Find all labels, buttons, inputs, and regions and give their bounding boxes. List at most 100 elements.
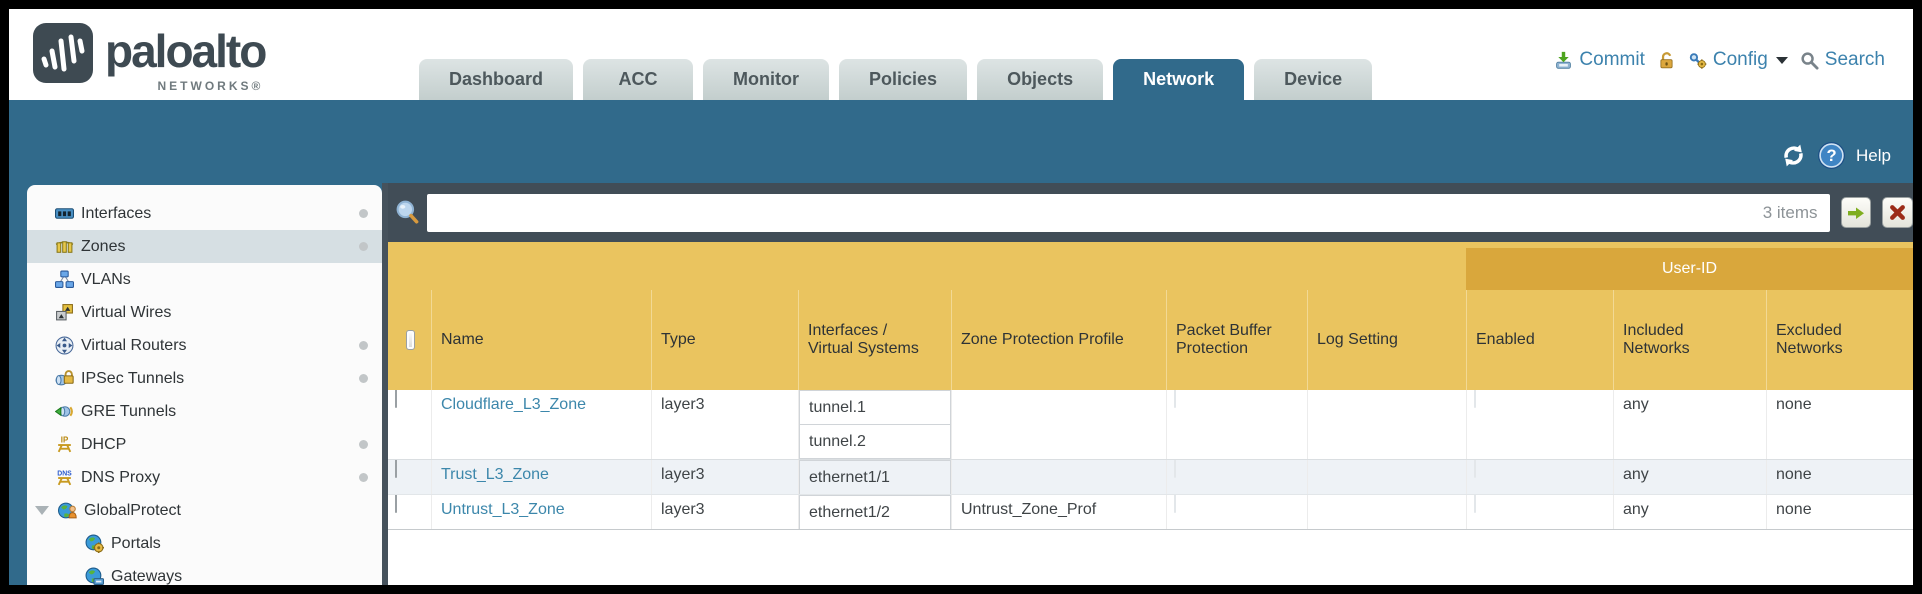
tab-policies[interactable]: Policies [839,59,968,100]
refresh-icon[interactable] [1780,142,1807,169]
filter-input[interactable] [426,195,1763,230]
tab-acc[interactable]: ACC [583,59,694,100]
vlans-icon [55,270,74,288]
search-icon [1801,51,1819,70]
tab-device[interactable]: Device [1254,59,1373,100]
sidebar-item-portals[interactable]: Portals [27,527,382,560]
zone-interfaces-cell: ethernet1/2 [798,495,951,529]
table-row: Cloudflare_L3_Zone layer3 tunnel.1 tunne… [388,390,1913,460]
packet-buffer-checkbox[interactable] [1174,460,1176,478]
row-checkbox[interactable] [395,495,397,513]
column-header-included-networks[interactable]: Included Networks [1613,290,1766,390]
column-header-row: Name Type Interfaces / Virtual Systems Z… [388,290,1913,390]
apply-filter-button[interactable] [1840,197,1872,228]
zones-table-header: User-ID Name Type Interfaces / Virtual S… [388,242,1913,390]
red-x-icon [1890,205,1906,220]
gre-tunnels-icon [55,406,73,417]
svg-text:DNS: DNS [57,470,72,477]
sidebar-item-gre-tunnels[interactable]: GRE Tunnels [27,395,382,428]
paloalto-wordmark: paloalto NETWORKS® [105,23,267,93]
column-header-name[interactable]: Name [431,290,651,390]
tab-dashboard[interactable]: Dashboard [419,59,574,100]
row-checkbox[interactable] [395,390,397,408]
status-dot [359,209,368,218]
sidebar-item-dhcp[interactable]: IP DHCP [27,428,382,461]
included-networks-cell: any [1613,495,1766,529]
log-setting-cell [1307,460,1466,494]
commit-button[interactable]: Commit [1554,49,1645,71]
sidebar-item-ipsec-tunnels[interactable]: IPSec Tunnels [27,362,382,395]
sidebar-item-virtual-routers[interactable]: Virtual Routers [27,329,382,362]
sidebar-item-gateways[interactable]: Gateways [27,560,382,585]
band-tools: ? Help [1780,141,1891,170]
log-setting-cell [1307,390,1466,459]
paloalto-logo-icon [33,23,93,83]
select-all-checkbox[interactable] [406,330,415,350]
status-dot [359,473,368,482]
sidebar-item-label: GRE Tunnels [81,402,177,420]
items-count: 3 items [1762,202,1818,222]
tab-network[interactable]: Network [1113,59,1245,100]
included-networks-cell: any [1613,460,1766,494]
tab-monitor[interactable]: Monitor [703,59,830,100]
clear-filter-button[interactable] [1882,197,1913,228]
help-icon[interactable]: ? [1817,141,1846,170]
help-label: Help [1856,145,1891,165]
column-header-enabled[interactable]: Enabled [1466,290,1613,390]
table-row: Trust_L3_Zone layer3 ethernet1/1 any non… [388,460,1913,495]
column-header-type[interactable]: Type [651,290,798,390]
sidebar-item-label: DNS Proxy [81,468,161,486]
search-button[interactable]: Search [1800,49,1885,71]
lock-icon[interactable] [1657,51,1676,70]
select-all-cell [388,290,431,390]
tab-objects[interactable]: Objects [977,59,1104,100]
column-header-packet-buffer-protection[interactable]: Packet Buffer Protection [1166,290,1307,390]
sidebar-item-dns-proxy[interactable]: DNS DNS Proxy [27,461,382,494]
config-button[interactable]: Config [1688,49,1788,71]
column-header-interfaces[interactable]: Interfaces / Virtual Systems [798,290,951,390]
commit-label: Commit [1579,49,1645,70]
row-checkbox[interactable] [395,460,397,478]
search-label: Search [1824,49,1885,70]
sidebar-item-zones[interactable]: Zones [27,230,382,263]
zones-icon [55,241,74,253]
column-header-log-setting[interactable]: Log Setting [1307,290,1466,390]
user-id-enabled-cell [1466,495,1613,529]
zone-type-cell: layer3 [651,495,798,529]
svg-text:IP: IP [61,435,68,444]
sidebar-item-globalprotect[interactable]: GlobalProtect [27,494,382,527]
expand-triangle-icon[interactable] [35,506,49,515]
user-id-enabled-checkbox[interactable] [1474,495,1476,513]
sidebar-item-label: IPSec Tunnels [81,369,185,387]
sidebar-item-interfaces[interactable]: Interfaces [27,197,382,230]
row-select-cell [388,390,431,459]
packet-buffer-cell [1166,390,1307,459]
zone-type-cell: layer3 [651,460,798,494]
zone-name-link[interactable]: Untrust_L3_Zone [441,501,565,518]
config-icon [1689,52,1707,69]
svg-text:?: ? [1826,146,1836,165]
user-id-enabled-checkbox[interactable] [1474,460,1476,478]
zone-name-link[interactable]: Cloudflare_L3_Zone [441,396,586,413]
user-id-group-header: User-ID [1466,248,1913,290]
zones-table-body: Cloudflare_L3_Zone layer3 tunnel.1 tunne… [388,390,1913,530]
sidebar-divider [382,183,388,585]
sidebar-item-label: Portals [111,534,161,552]
column-header-zone-protection-profile[interactable]: Zone Protection Profile [951,290,1166,390]
sidebar-item-label: Virtual Routers [81,336,187,354]
packet-buffer-checkbox[interactable] [1174,390,1176,408]
packet-buffer-checkbox[interactable] [1174,495,1176,513]
sidebar-item-vlans[interactable]: VLANs [27,263,382,296]
brand-text: paloalto [105,25,267,77]
green-arrow-icon [1847,207,1864,219]
gateways-icon [85,567,104,585]
sidebar-item-label: Interfaces [81,204,152,222]
column-header-excluded-networks[interactable]: Excluded Networks [1766,290,1913,390]
ipsec-tunnels-icon [55,370,74,386]
user-id-enabled-checkbox[interactable] [1474,390,1476,408]
packet-buffer-cell [1166,460,1307,494]
virtual-routers-icon [55,336,74,355]
interface-value: tunnel.2 [799,424,951,459]
zone-name-link[interactable]: Trust_L3_Zone [441,466,549,483]
sidebar-item-virtual-wires[interactable]: Virtual Wires [27,296,382,329]
